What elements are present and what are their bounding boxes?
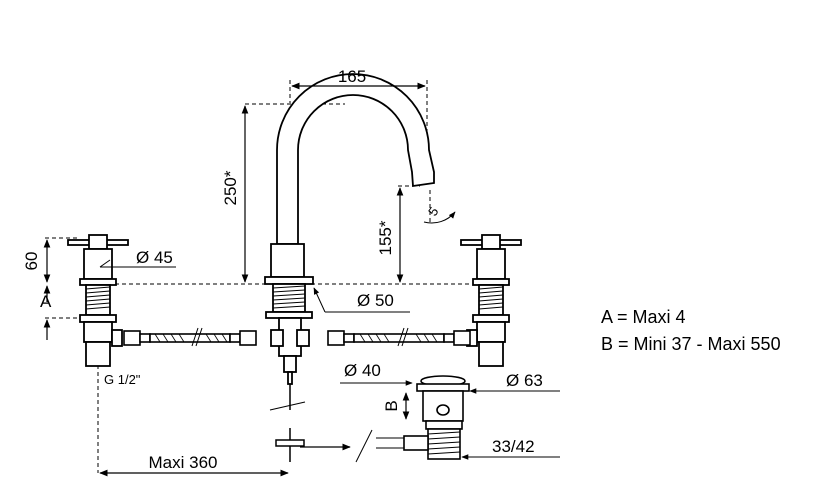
plug-diameter-label: Ø 63: [506, 371, 543, 390]
waste-outlet-label: 33/42: [492, 437, 535, 456]
dimension-lines: [43, 82, 560, 477]
lower-connector: [269, 401, 373, 463]
handle-height-label: 60: [22, 252, 41, 271]
spout-base-diameter-label: Ø 50: [357, 291, 394, 310]
drain-height-label: B: [382, 400, 401, 411]
outlet-angle-label: 5: [425, 204, 441, 219]
connection-thread-label: G 1/2": [104, 372, 141, 387]
max-spacing-label: Maxi 360: [149, 453, 218, 472]
legend-b: B = Mini 37 - Maxi 550: [601, 334, 781, 354]
drain-diameter-label: Ø 40: [344, 361, 381, 380]
spout-height-label: 250*: [221, 170, 240, 205]
spout: [264, 73, 435, 410]
popup-waste: [376, 375, 470, 460]
right-handle: [460, 234, 522, 367]
left-handle: [67, 234, 129, 367]
outlet-height-label: 155*: [376, 220, 395, 255]
legend-a: A = Maxi 4: [601, 307, 686, 327]
deck-clearance-label: A: [40, 292, 52, 311]
handle-diameter-label: Ø 45: [136, 248, 173, 267]
flex-hoses: [123, 327, 471, 347]
spout-reach-label: 165: [338, 67, 366, 86]
